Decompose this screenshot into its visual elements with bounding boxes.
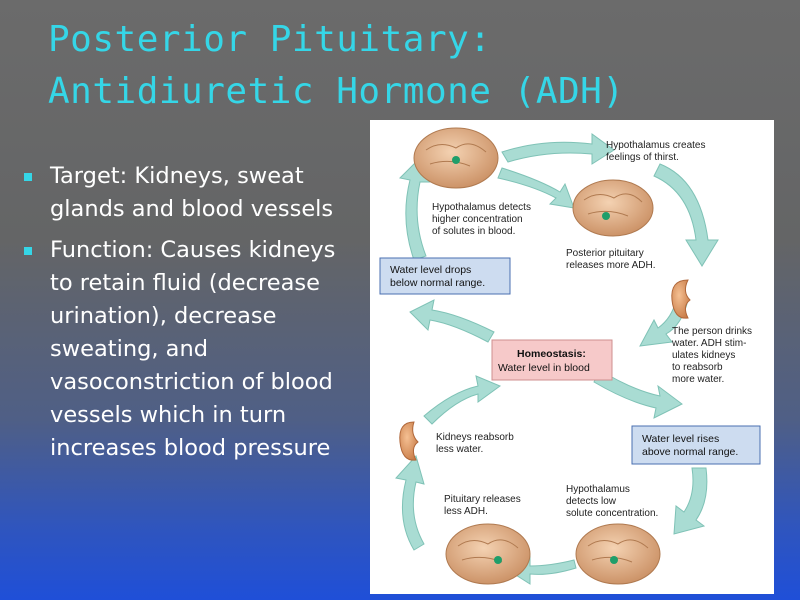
box-rise-line2: above normal range. xyxy=(642,446,738,458)
svg-text:Kidneys reabsorb: Kidneys reabsorb xyxy=(436,432,514,443)
svg-text:to reabsorb: to reabsorb xyxy=(672,362,723,373)
svg-text:less water.: less water. xyxy=(436,444,483,455)
slide-title: Posterior Pituitary: Antidiuretic Hormon… xyxy=(48,14,768,118)
bullet-target-text: Target: Kidneys, sweat glands and blood … xyxy=(50,163,334,222)
pituitary-marker xyxy=(610,556,618,564)
label-reabsorb-less: Kidneys reabsorb less water. xyxy=(436,432,514,455)
arrow-brain1-to-thirst xyxy=(501,133,615,165)
svg-text:releases more ADH.: releases more ADH. xyxy=(566,260,655,271)
svg-text:solute concentration.: solute concentration. xyxy=(566,508,658,519)
svg-text:Pituitary releases: Pituitary releases xyxy=(444,494,521,505)
bullet-function: Function: Causes kidneys to retain fluid… xyxy=(22,234,352,465)
center-line2: Water level in blood xyxy=(498,362,590,374)
arrow-right-top xyxy=(653,163,719,267)
label-less-adh: Pituitary releases less ADH. xyxy=(444,494,521,517)
title-line-1: Posterior Pituitary: xyxy=(48,19,492,60)
box-water-rise: Water level rises above normal range. xyxy=(631,425,761,465)
arrow-rise-down xyxy=(673,467,708,535)
arrow-center-to-drop xyxy=(409,299,495,343)
brain-bottom-left xyxy=(445,523,531,585)
adh-feedback-diagram: Water level drops below normal range. Ho… xyxy=(370,120,774,594)
svg-text:water. ADH stim-: water. ADH stim- xyxy=(671,338,746,349)
bullet-function-text: Function: Causes kidneys to retain fluid… xyxy=(50,237,336,461)
pituitary-marker xyxy=(452,156,460,164)
diagram-svg: Water level drops below normal range. Ho… xyxy=(379,127,761,585)
arrow-brain1-to-brain2 xyxy=(497,167,575,209)
bullet-list: Target: Kidneys, sweat glands and blood … xyxy=(22,160,352,473)
center-line1: Homeostasis: xyxy=(517,348,586,360)
pituitary-marker xyxy=(602,212,610,220)
brain-bottom-right xyxy=(575,523,661,585)
label-thirst: Hypothalamus creates feelings of thirst. xyxy=(606,140,706,163)
box-homeostasis: Homeostasis: Water level in blood xyxy=(491,339,613,381)
svg-text:feelings of thirst.: feelings of thirst. xyxy=(606,152,679,163)
svg-text:ulates kidneys: ulates kidneys xyxy=(672,350,735,361)
brain-middle-right xyxy=(572,179,654,237)
bullet-square-icon xyxy=(24,247,32,255)
bullet-target: Target: Kidneys, sweat glands and blood … xyxy=(22,160,352,226)
svg-text:higher concentration: higher concentration xyxy=(432,214,523,225)
pituitary-marker xyxy=(494,556,502,564)
svg-text:of solutes in blood.: of solutes in blood. xyxy=(432,226,515,237)
arrow-kidney2-to-center xyxy=(423,375,502,425)
kidney-lower xyxy=(399,421,419,461)
arrow-left-up xyxy=(395,454,425,551)
svg-text:Hypothalamus: Hypothalamus xyxy=(566,484,630,495)
label-detects-high: Hypothalamus detects higher concentratio… xyxy=(432,202,531,237)
title-line-2: Antidiuretic Hormone (ADH) xyxy=(48,71,625,112)
label-more-adh: Posterior pituitary releases more ADH. xyxy=(566,248,655,271)
label-detects-low: Hypothalamus detects low solute concentr… xyxy=(566,484,658,519)
svg-text:detects low: detects low xyxy=(566,496,617,507)
arrow-center-to-rise xyxy=(593,369,683,419)
svg-text:Posterior pituitary: Posterior pituitary xyxy=(566,248,644,259)
bullet-square-icon xyxy=(24,173,32,181)
brain-top-left xyxy=(413,127,499,189)
svg-text:less ADH.: less ADH. xyxy=(444,506,488,517)
svg-text:more water.: more water. xyxy=(672,374,724,385)
box-drop-line1: Water level drops xyxy=(390,264,471,276)
kidney-upper xyxy=(671,279,691,319)
box-water-drop: Water level drops below normal range. xyxy=(379,257,511,295)
svg-text:Hypothalamus creates: Hypothalamus creates xyxy=(606,140,706,151)
box-drop-line2: below normal range. xyxy=(390,277,485,289)
label-drinks: The person drinks water. ADH stim- ulate… xyxy=(671,326,752,385)
svg-text:The person drinks: The person drinks xyxy=(672,326,752,337)
box-rise-line1: Water level rises xyxy=(642,433,719,445)
svg-text:Hypothalamus detects: Hypothalamus detects xyxy=(432,202,531,213)
